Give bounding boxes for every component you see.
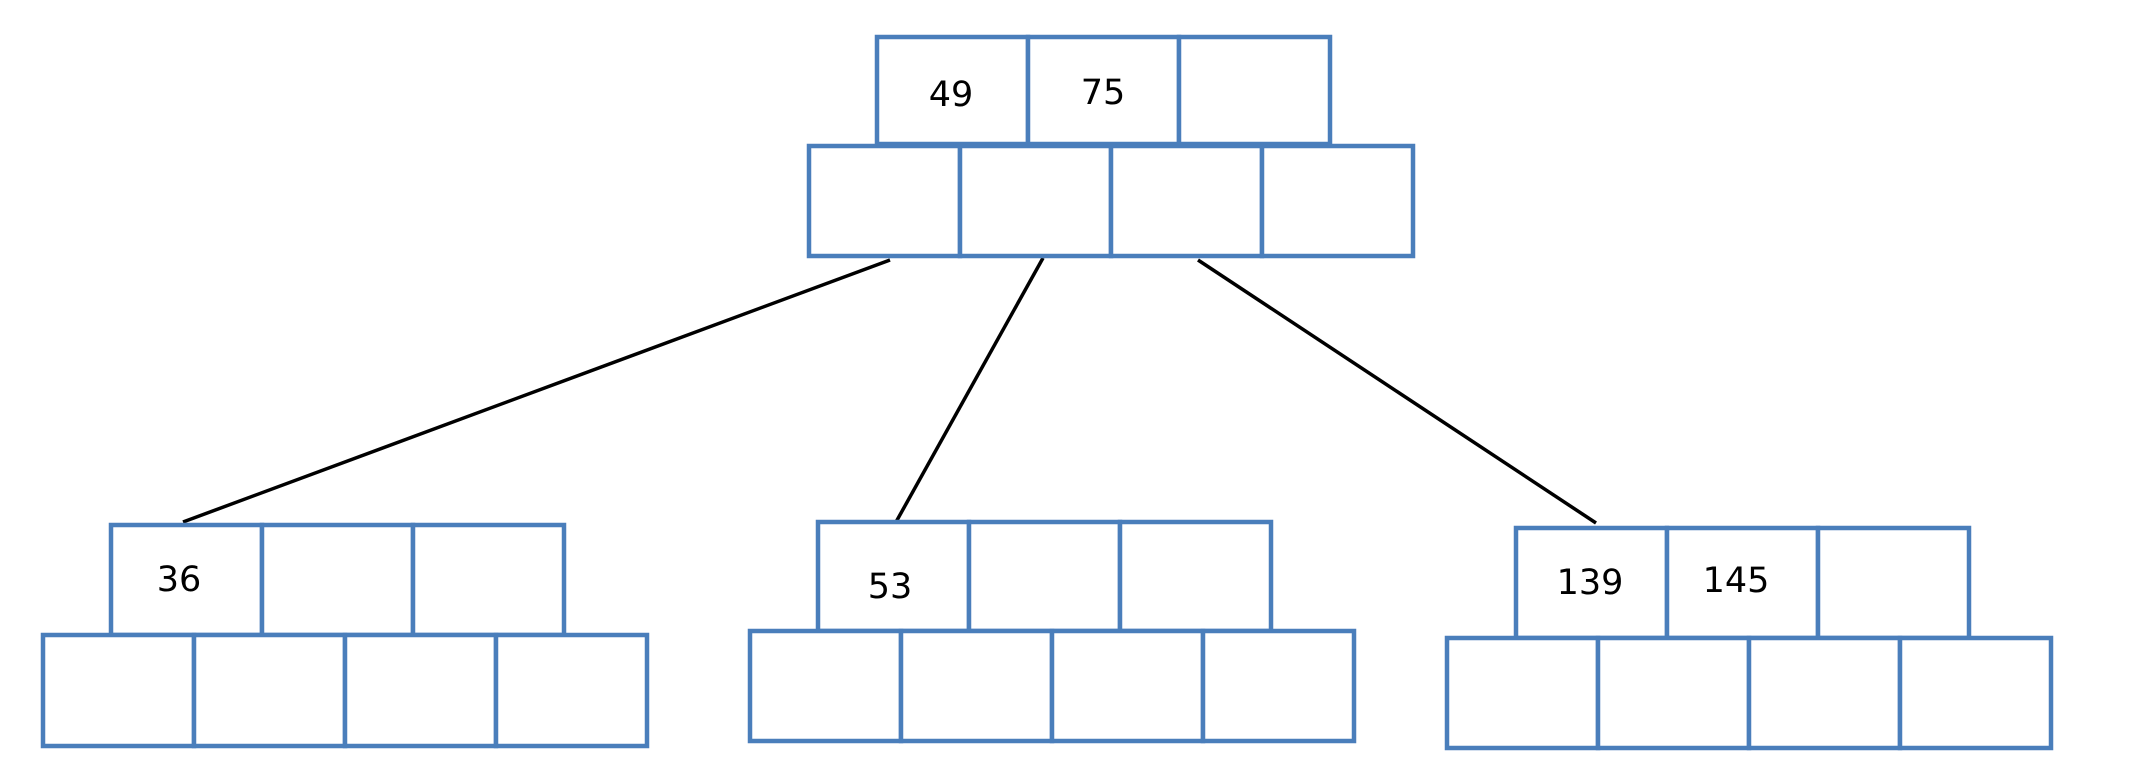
child-3-key-cell-3 [1815, 525, 1972, 641]
child-1-pointer-cell-4 [493, 632, 650, 749]
root-key-1: 49 [929, 75, 974, 115]
child-1-pointer-cell-1 [40, 632, 197, 749]
child-2-key-cell-3 [1117, 519, 1274, 634]
child-3-key-1: 139 [1557, 563, 1624, 603]
child-2-key-cell-2 [966, 519, 1123, 634]
root-pointer-cell-3 [1108, 143, 1265, 259]
edge-root-to-child-1 [182, 258, 891, 524]
child-1-key-cell-2 [259, 522, 416, 638]
root-key-cell-3 [1176, 34, 1333, 147]
child-1-key-1: 36 [157, 560, 202, 600]
child-2-pointer-cell-1 [747, 628, 904, 744]
child-3-pointer-cell-3 [1746, 635, 1903, 751]
child-3-key-row: 139 145 [1513, 525, 1972, 641]
child-3-key-2: 145 [1703, 561, 1770, 601]
child-2-pointer-cell-2 [898, 628, 1055, 744]
child-node-2: 53 [747, 519, 1357, 744]
child-3-pointer-cell-2 [1595, 635, 1752, 751]
root-key-cell-1 [874, 34, 1031, 147]
child-2-key-row: 53 [815, 519, 1274, 634]
root-pointer-cell-1 [806, 143, 963, 259]
child-node-3: 139 145 [1444, 525, 2054, 751]
child-3-pointer-cell-1 [1444, 635, 1601, 751]
root-node: 49 75 [806, 34, 1416, 259]
edge-root-to-child-3 [1197, 258, 1597, 525]
tree-edges [182, 257, 1597, 525]
child-2-pointer-row [747, 628, 1357, 744]
child-3-pointer-row [1444, 635, 2054, 751]
child-2-pointer-cell-4 [1200, 628, 1357, 744]
edge-root-to-child-2 [894, 257, 1045, 523]
root-pointer-cell-4 [1259, 143, 1416, 259]
child-1-pointer-cell-3 [342, 632, 499, 749]
child-1-key-cell-3 [410, 522, 567, 638]
child-1-pointer-row [40, 632, 650, 749]
child-2-key-1: 53 [868, 567, 913, 607]
child-1-pointer-cell-2 [191, 632, 348, 749]
child-node-1: 36 [40, 522, 650, 749]
root-key-2: 75 [1081, 73, 1126, 113]
root-key-row: 49 75 [874, 34, 1333, 147]
child-1-key-row: 36 [108, 522, 567, 638]
child-2-pointer-cell-3 [1049, 628, 1206, 744]
child-3-key-cell-2 [1664, 525, 1821, 641]
root-pointer-row [806, 143, 1416, 259]
root-pointer-cell-2 [957, 143, 1114, 259]
child-3-pointer-cell-4 [1897, 635, 2054, 751]
